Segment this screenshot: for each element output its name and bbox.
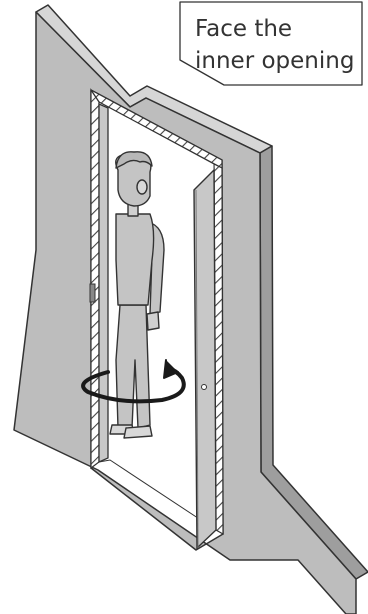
person-right-shoe (124, 426, 152, 438)
door-leaf-right (194, 170, 216, 548)
callout-line-2: inner opening (195, 48, 354, 74)
person-ear (137, 180, 147, 194)
callout: Face the inner opening (180, 2, 362, 85)
frame-left-jamb (91, 90, 99, 468)
person-torso (116, 214, 154, 305)
callout-line-1: Face the (195, 16, 292, 42)
person-hand (147, 312, 159, 330)
person-legs (116, 305, 150, 428)
hinge (90, 284, 95, 302)
door-handle (202, 385, 207, 390)
